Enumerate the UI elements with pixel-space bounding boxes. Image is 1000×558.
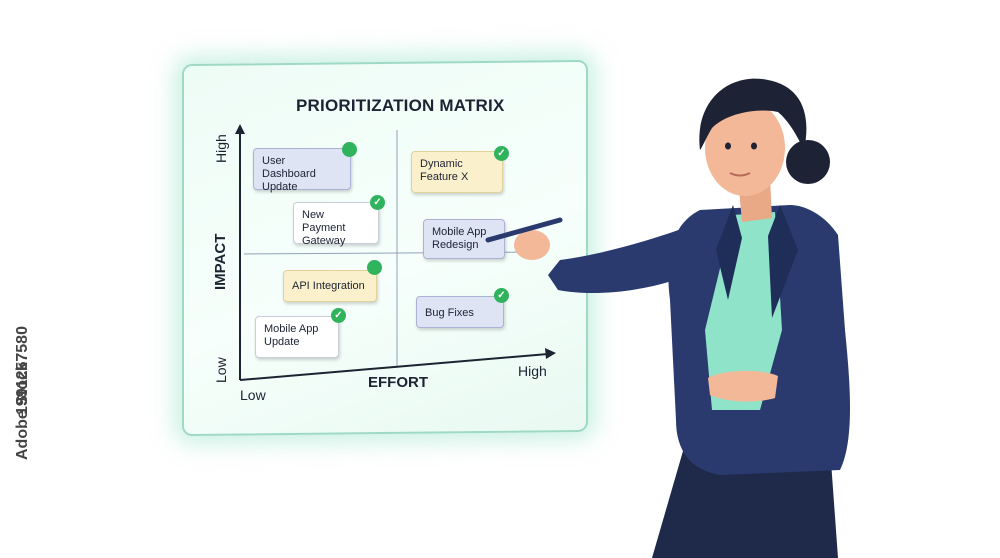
status-dot-icon: [367, 260, 382, 275]
card-line: Feature X: [420, 171, 469, 183]
card-line: User Dashboard: [262, 155, 316, 180]
presenter-hand: [514, 230, 550, 260]
x-axis-low-label: Low: [240, 387, 266, 403]
y-axis-arrow: [235, 124, 245, 134]
card-line: Mobile App: [432, 226, 487, 238]
card-line: New Payment: [302, 209, 346, 234]
x-axis-line: [239, 353, 549, 381]
presenter-hair-bun: [786, 140, 830, 184]
card-bug-fixes: Bug Fixes: [416, 296, 504, 328]
card-new-payment-gateway: New Payment Gateway: [293, 202, 379, 247]
x-axis-arrow: [545, 348, 556, 359]
card-line: Mobile App: [264, 323, 319, 335]
presenter-eye: [751, 142, 757, 150]
presenter-arm: [548, 222, 705, 294]
card-line: Redesign: [432, 239, 479, 251]
matrix-title: PRIORITIZATION MATRIX: [296, 96, 505, 115]
x-axis-high-label: High: [518, 363, 547, 379]
card-line: Bug Fixes: [425, 307, 474, 319]
check-icon: ✓: [370, 195, 385, 210]
card-api-integration: API Integration: [283, 270, 377, 302]
card-line: API Integration: [292, 280, 365, 292]
card-line: Update: [264, 336, 300, 348]
card-dynamic-feature-x: Dynamic Feature X: [411, 151, 503, 193]
check-icon: ✓: [331, 308, 346, 323]
presenter-face: [705, 100, 785, 196]
card-line: Dynamic: [420, 158, 463, 170]
presenter-hair: [699, 78, 807, 150]
check-icon: ✓: [494, 288, 509, 303]
card-line: Gateway: [302, 235, 346, 247]
pen-icon: [485, 217, 563, 243]
presenter-resting-hand: [708, 370, 778, 402]
x-axis-title: EFFORT: [368, 374, 428, 391]
presenter-lapel-left: [716, 205, 742, 300]
status-dot-icon: [342, 142, 357, 157]
watermark-id: 1991257580: [14, 326, 31, 415]
card-user-dashboard-update: User Dashboard Update: [253, 148, 351, 193]
card-mobile-app-update: Mobile App Update: [255, 316, 339, 358]
presenter-mouth: [729, 172, 751, 177]
check-icon: ✓: [494, 146, 509, 161]
presenter-lapel-right: [768, 205, 798, 318]
card-line: Update: [262, 181, 298, 193]
presenter-eye: [725, 142, 731, 150]
